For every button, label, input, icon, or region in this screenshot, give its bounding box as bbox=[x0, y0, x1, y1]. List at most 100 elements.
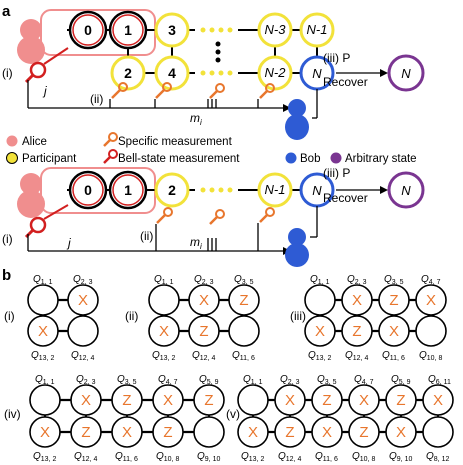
lattice-op-mark: Z bbox=[389, 292, 398, 309]
lattice-id-label: (ii) bbox=[125, 309, 138, 323]
lattice-op-mark: X bbox=[322, 424, 332, 441]
lattice-node bbox=[29, 384, 61, 416]
q-label-top: Q3, 5 bbox=[234, 274, 254, 286]
svg-text:4: 4 bbox=[168, 65, 176, 81]
lattice-node bbox=[228, 315, 260, 347]
lattice-node bbox=[274, 416, 306, 448]
j-label-top: j bbox=[42, 84, 47, 98]
bottom-diagram: 0 1 2 N-1 N (i) j bbox=[2, 166, 425, 267]
top-diagram: 0 1 3 N-3 N-1 2 4 N-2 bbox=[2, 9, 425, 140]
lattice-op-mark: Z bbox=[122, 392, 131, 409]
lattice-node bbox=[67, 315, 99, 347]
lattice-node bbox=[67, 284, 99, 316]
node-3-top: 3 bbox=[154, 12, 190, 48]
lattice-op-mark: Z bbox=[359, 424, 368, 441]
q-label-top: Q1, 1 bbox=[154, 274, 174, 286]
lattice-node bbox=[422, 384, 454, 416]
lattice-op-mark: X bbox=[315, 323, 325, 340]
q-label-bottom: Q9, 10 bbox=[197, 451, 220, 463]
legend-participant: Participant bbox=[22, 153, 77, 165]
node-2-top: 2 bbox=[110, 55, 146, 91]
lattice-op-mark: Z bbox=[163, 424, 172, 441]
mi-label-top: mi bbox=[190, 111, 202, 127]
lattice-node bbox=[415, 284, 447, 316]
lattice-node bbox=[29, 416, 61, 448]
lattice-node bbox=[385, 416, 417, 448]
q-label-bottom: Q9, 10 bbox=[389, 451, 412, 463]
q-label-bottom: Q12, 4 bbox=[71, 350, 94, 362]
lattice-op-mark: Z bbox=[285, 424, 294, 441]
q-label-top: Q3, 5 bbox=[317, 374, 337, 386]
lattice-node bbox=[348, 384, 380, 416]
alice-figure-top bbox=[17, 19, 45, 64]
lattice-op-mark: X bbox=[433, 392, 443, 409]
svg-text:N-3: N-3 bbox=[265, 22, 287, 37]
q-label-bottom: Q10, 8 bbox=[156, 451, 179, 463]
lattice-node bbox=[311, 416, 343, 448]
svg-text:N: N bbox=[312, 183, 322, 198]
q-label-bottom: Q11, 6 bbox=[382, 350, 405, 362]
lattice-op-mark: X bbox=[426, 292, 436, 309]
node-n1-bottom: N-1 bbox=[257, 172, 293, 208]
lattice-id-label: (iv) bbox=[4, 407, 21, 421]
step-iii-top: (iii) P bbox=[323, 51, 350, 65]
lattice-node bbox=[274, 384, 306, 416]
bob-figure-top bbox=[285, 99, 309, 140]
lattice-op-mark: X bbox=[122, 424, 132, 441]
lattice-node bbox=[341, 315, 373, 347]
lattice-node bbox=[348, 416, 380, 448]
svg-text:N-2: N-2 bbox=[265, 65, 287, 80]
bell-measurement-icon-top bbox=[24, 47, 69, 84]
lattice-op-mark: X bbox=[78, 292, 88, 309]
q-label-bottom: Q8, 12 bbox=[426, 451, 449, 463]
q-label-top: Q2, 3 bbox=[73, 274, 93, 286]
svg-text:N: N bbox=[401, 183, 411, 198]
lattice-node bbox=[378, 315, 410, 347]
q-label-top: Q1, 1 bbox=[243, 374, 263, 386]
svg-text:2: 2 bbox=[124, 65, 132, 81]
lattice-node bbox=[341, 284, 373, 316]
bell-measurement-icon-bottom bbox=[24, 204, 69, 239]
lattice-node bbox=[193, 416, 225, 448]
node-2-bottom: 2 bbox=[154, 172, 190, 208]
lattice-op-mark: X bbox=[285, 392, 295, 409]
q-label-top: Q5, 9 bbox=[391, 374, 411, 386]
lattice-node bbox=[111, 416, 143, 448]
step-ii-top: (ii) bbox=[90, 92, 103, 106]
q-label-top: Q6, 11 bbox=[428, 374, 451, 386]
lattice-node bbox=[385, 384, 417, 416]
lattice-op-mark: X bbox=[40, 424, 50, 441]
svg-text:1: 1 bbox=[124, 182, 132, 198]
q-label-top: Q3, 5 bbox=[384, 274, 404, 286]
bob-figure-bottom bbox=[285, 228, 309, 267]
q-label-bottom: Q11, 6 bbox=[232, 350, 255, 362]
lattice-op-mark: X bbox=[81, 392, 91, 409]
legend-alice: Alice bbox=[22, 136, 47, 148]
svg-text:0: 0 bbox=[84, 22, 92, 38]
node-n1-top: N-1 bbox=[299, 12, 335, 48]
legend-arbitrary: Arbitrary state bbox=[345, 153, 417, 165]
q-label-top: Q4, 7 bbox=[158, 374, 178, 386]
q-label-bottom: Q13, 2 bbox=[33, 451, 56, 463]
step-iii-bottom: (iii) P bbox=[323, 166, 350, 180]
lattice-node bbox=[152, 416, 184, 448]
lattice-op-mark: X bbox=[396, 424, 406, 441]
lattice-node bbox=[70, 384, 102, 416]
lattice-op-mark: X bbox=[38, 323, 48, 340]
svg-text:0: 0 bbox=[84, 182, 92, 198]
q-label-bottom: Q11, 6 bbox=[315, 451, 338, 463]
lattice-op-mark: X bbox=[352, 292, 362, 309]
lattice-op-mark: Z bbox=[239, 292, 248, 309]
legend-specific-icon bbox=[103, 132, 118, 147]
result-node-bottom: N bbox=[387, 171, 425, 209]
legend: Alice Participant Specific measurement B… bbox=[6, 132, 417, 165]
lattice-node bbox=[188, 284, 220, 316]
lattice-node bbox=[378, 284, 410, 316]
node-n3-top: N-3 bbox=[257, 12, 293, 48]
q-label-top: Q2, 3 bbox=[280, 374, 300, 386]
mi-label-bottom: mi bbox=[190, 235, 202, 251]
lattice-node bbox=[228, 284, 260, 316]
